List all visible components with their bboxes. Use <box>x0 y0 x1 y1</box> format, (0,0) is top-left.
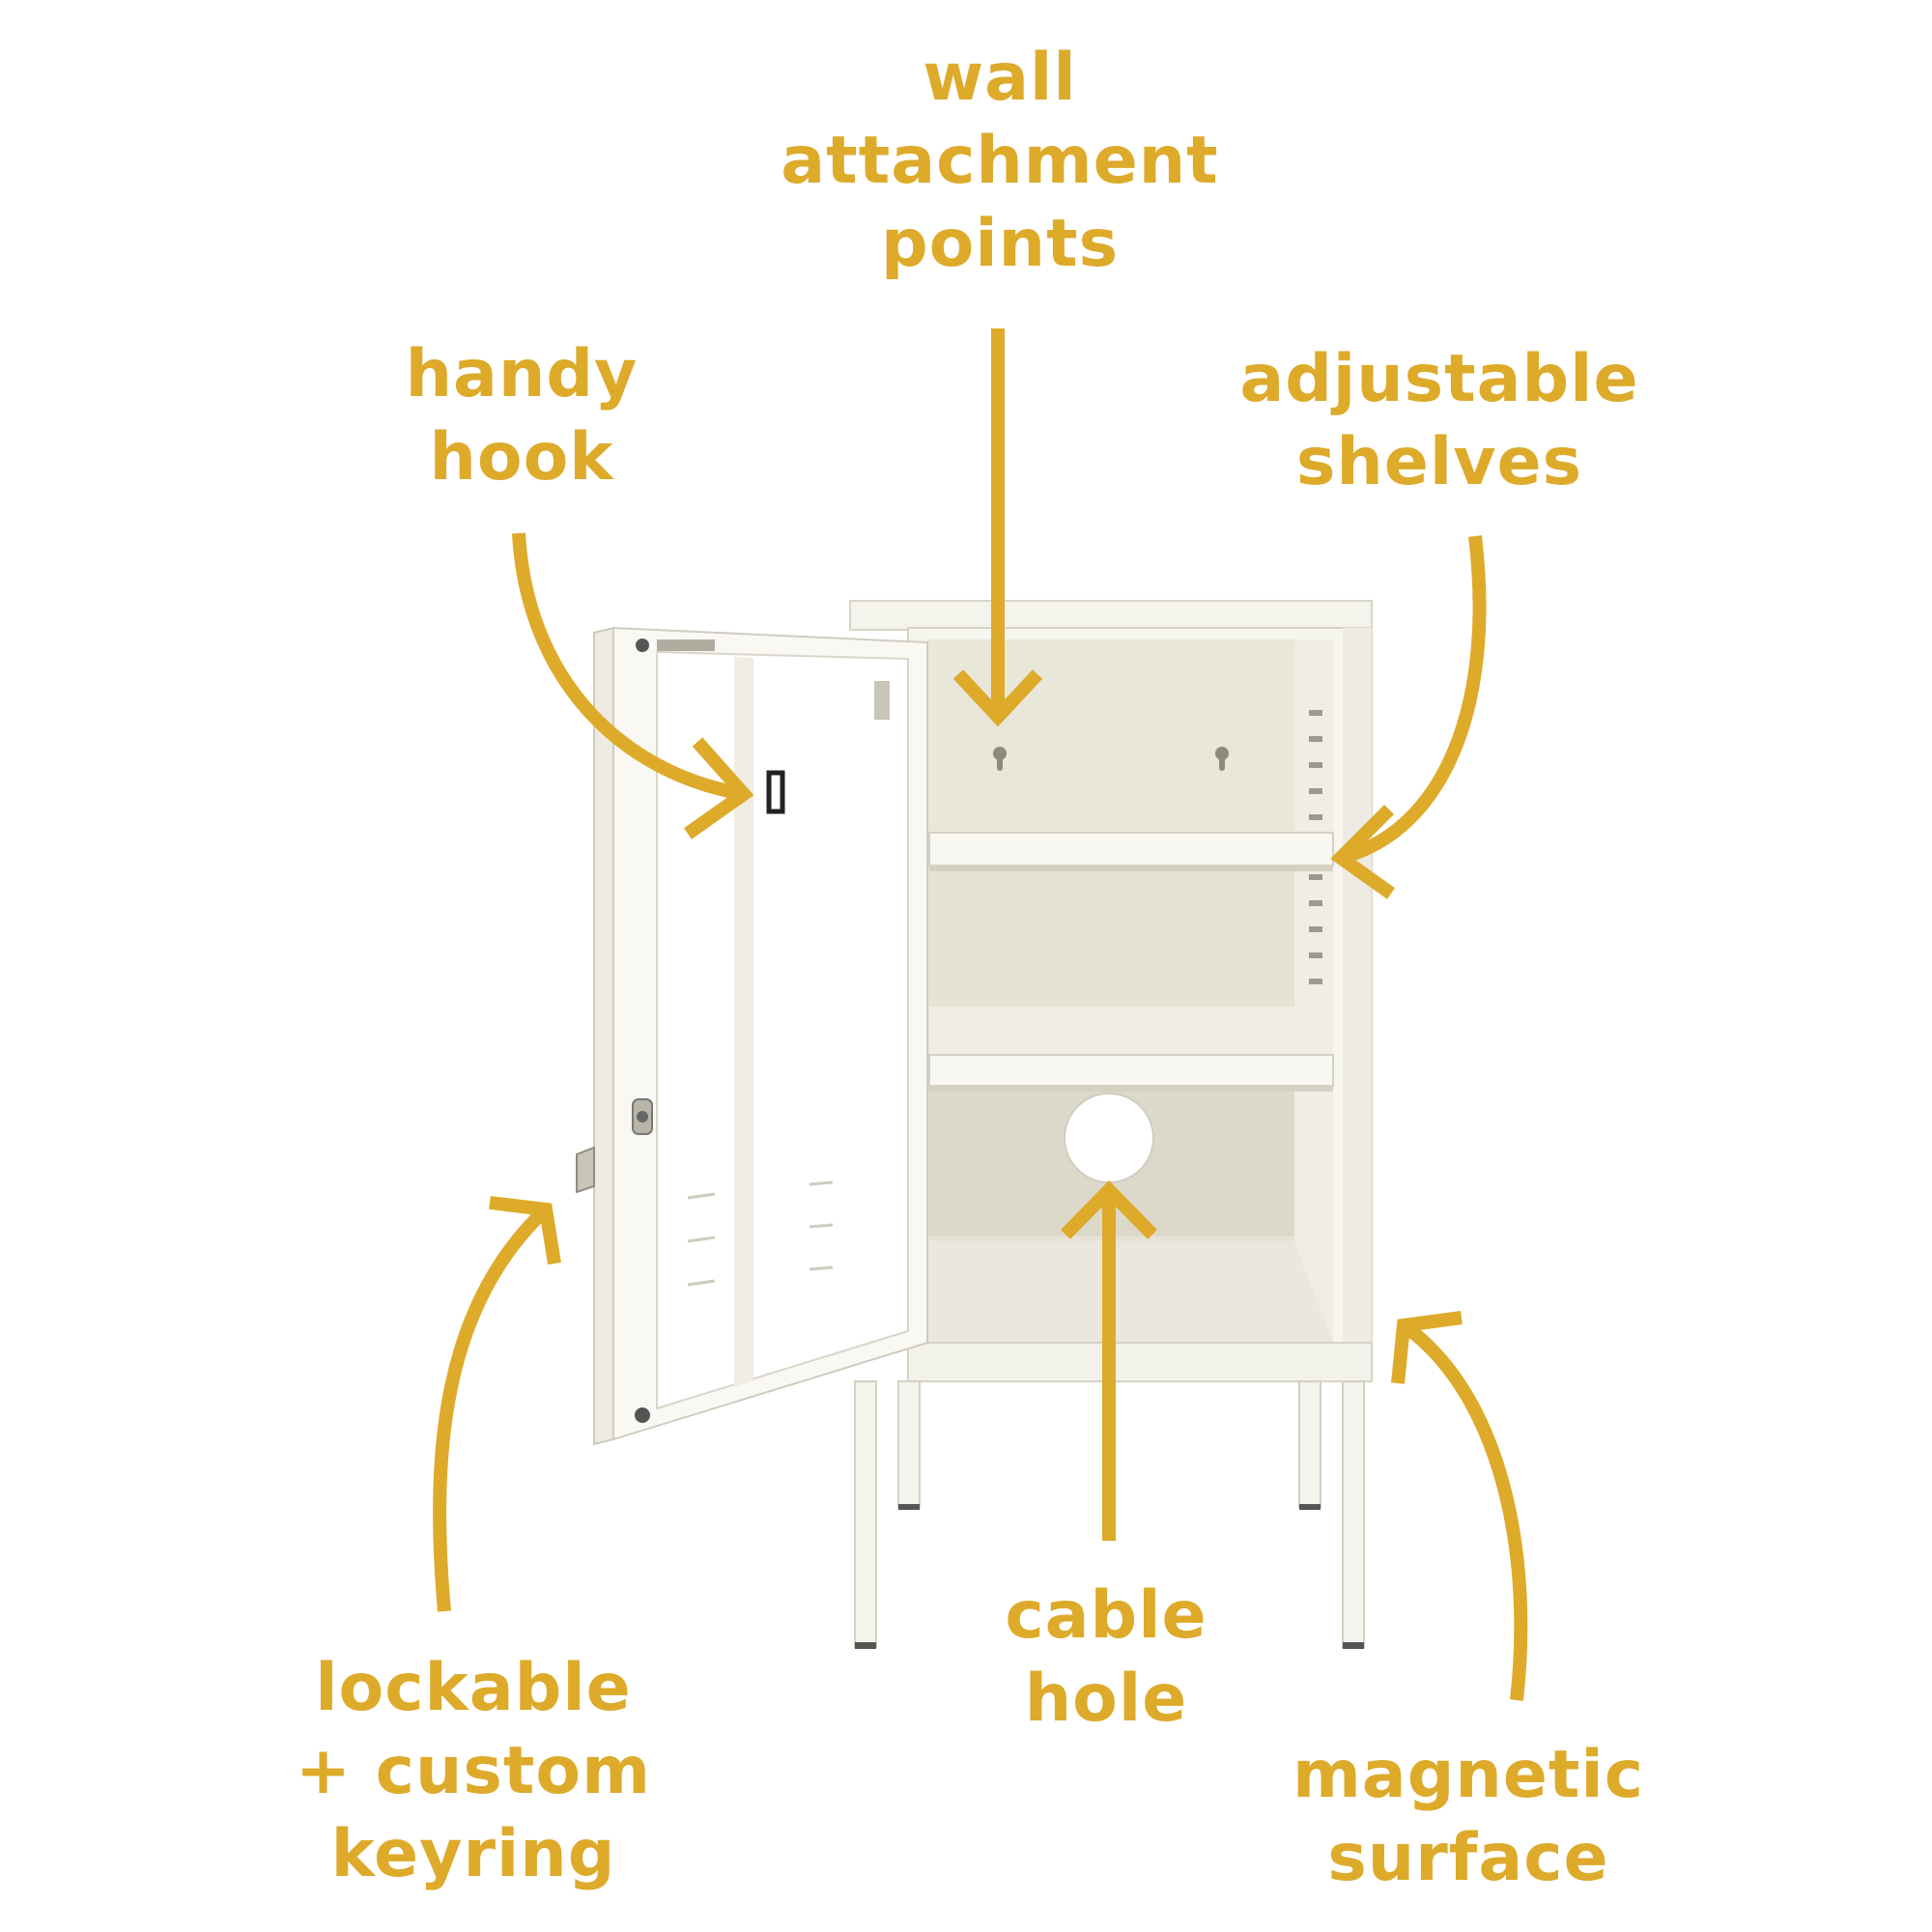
label-line: lockable <box>315 1650 632 1726</box>
label-adjustable-shelves: adjustable shelves <box>1217 338 1662 504</box>
label-cable-hole: cable hole <box>976 1575 1236 1741</box>
label-wall-attachment-points: wall attachment points <box>753 37 1246 286</box>
door-hook <box>766 770 785 814</box>
shelf-slots <box>1309 710 1322 984</box>
arrow-cable <box>1060 1179 1158 1541</box>
arrow-magnetic <box>1391 1311 1528 1701</box>
label-line: surface <box>1327 1820 1609 1896</box>
label-line: cable <box>1005 1577 1208 1654</box>
arrow-shelves <box>1330 535 1487 899</box>
label-handy-hook: handy hook <box>357 333 686 499</box>
label-line: shelves <box>1295 424 1583 500</box>
label-line: attachment <box>781 123 1219 199</box>
cable-hole <box>1064 1093 1154 1183</box>
label-line: hole <box>1024 1661 1188 1737</box>
cabinet-legs <box>854 1380 1365 1648</box>
label-line: handy <box>405 336 639 412</box>
arrow-hook <box>512 532 754 839</box>
label-line: hook <box>429 419 614 496</box>
label-line: magnetic <box>1292 1737 1645 1813</box>
arrow-lock <box>433 1196 561 1612</box>
cabinet-door <box>576 626 928 1446</box>
label-line: keyring <box>330 1816 616 1892</box>
keyhole-slots <box>993 747 1229 771</box>
cabinet-body <box>849 600 1373 1382</box>
label-lockable-keyring: lockable + custom keyring <box>270 1647 676 1896</box>
label-magnetic-surface: magnetic surface <box>1265 1734 1671 1900</box>
label-line: wall <box>923 40 1077 116</box>
label-line: points <box>880 206 1120 282</box>
label-line: + custom <box>296 1733 651 1809</box>
arrow-wall <box>952 328 1043 727</box>
label-line: adjustable <box>1239 341 1639 417</box>
